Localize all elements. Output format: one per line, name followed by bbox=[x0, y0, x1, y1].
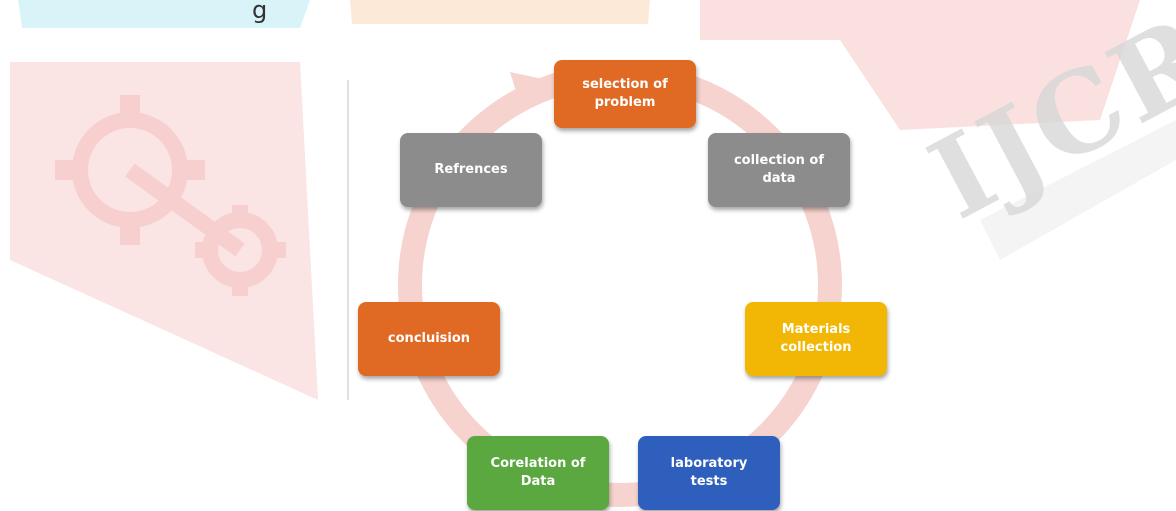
node-materials-collection: Materials collection bbox=[745, 302, 887, 376]
node-selection-of-problem: selection of problem bbox=[554, 60, 696, 128]
node-laboratory-tests: laboratory tests bbox=[638, 436, 780, 510]
node-corelation-of-data: Corelation of Data bbox=[467, 436, 609, 510]
node-conclusion: concluision bbox=[358, 302, 500, 376]
cycle-arrow-head bbox=[510, 72, 548, 104]
top-orange-strip bbox=[350, 0, 650, 24]
diagonal-band bbox=[980, 120, 1176, 260]
gear-teeth-icon bbox=[55, 95, 286, 296]
top-cyan-strip bbox=[18, 0, 310, 28]
node-refrences: Refrences bbox=[400, 133, 542, 207]
top-pink-shape bbox=[700, 0, 1140, 130]
node-collection-of-data: collection of data bbox=[708, 133, 850, 207]
partial-heading-text: g bbox=[252, 0, 268, 24]
